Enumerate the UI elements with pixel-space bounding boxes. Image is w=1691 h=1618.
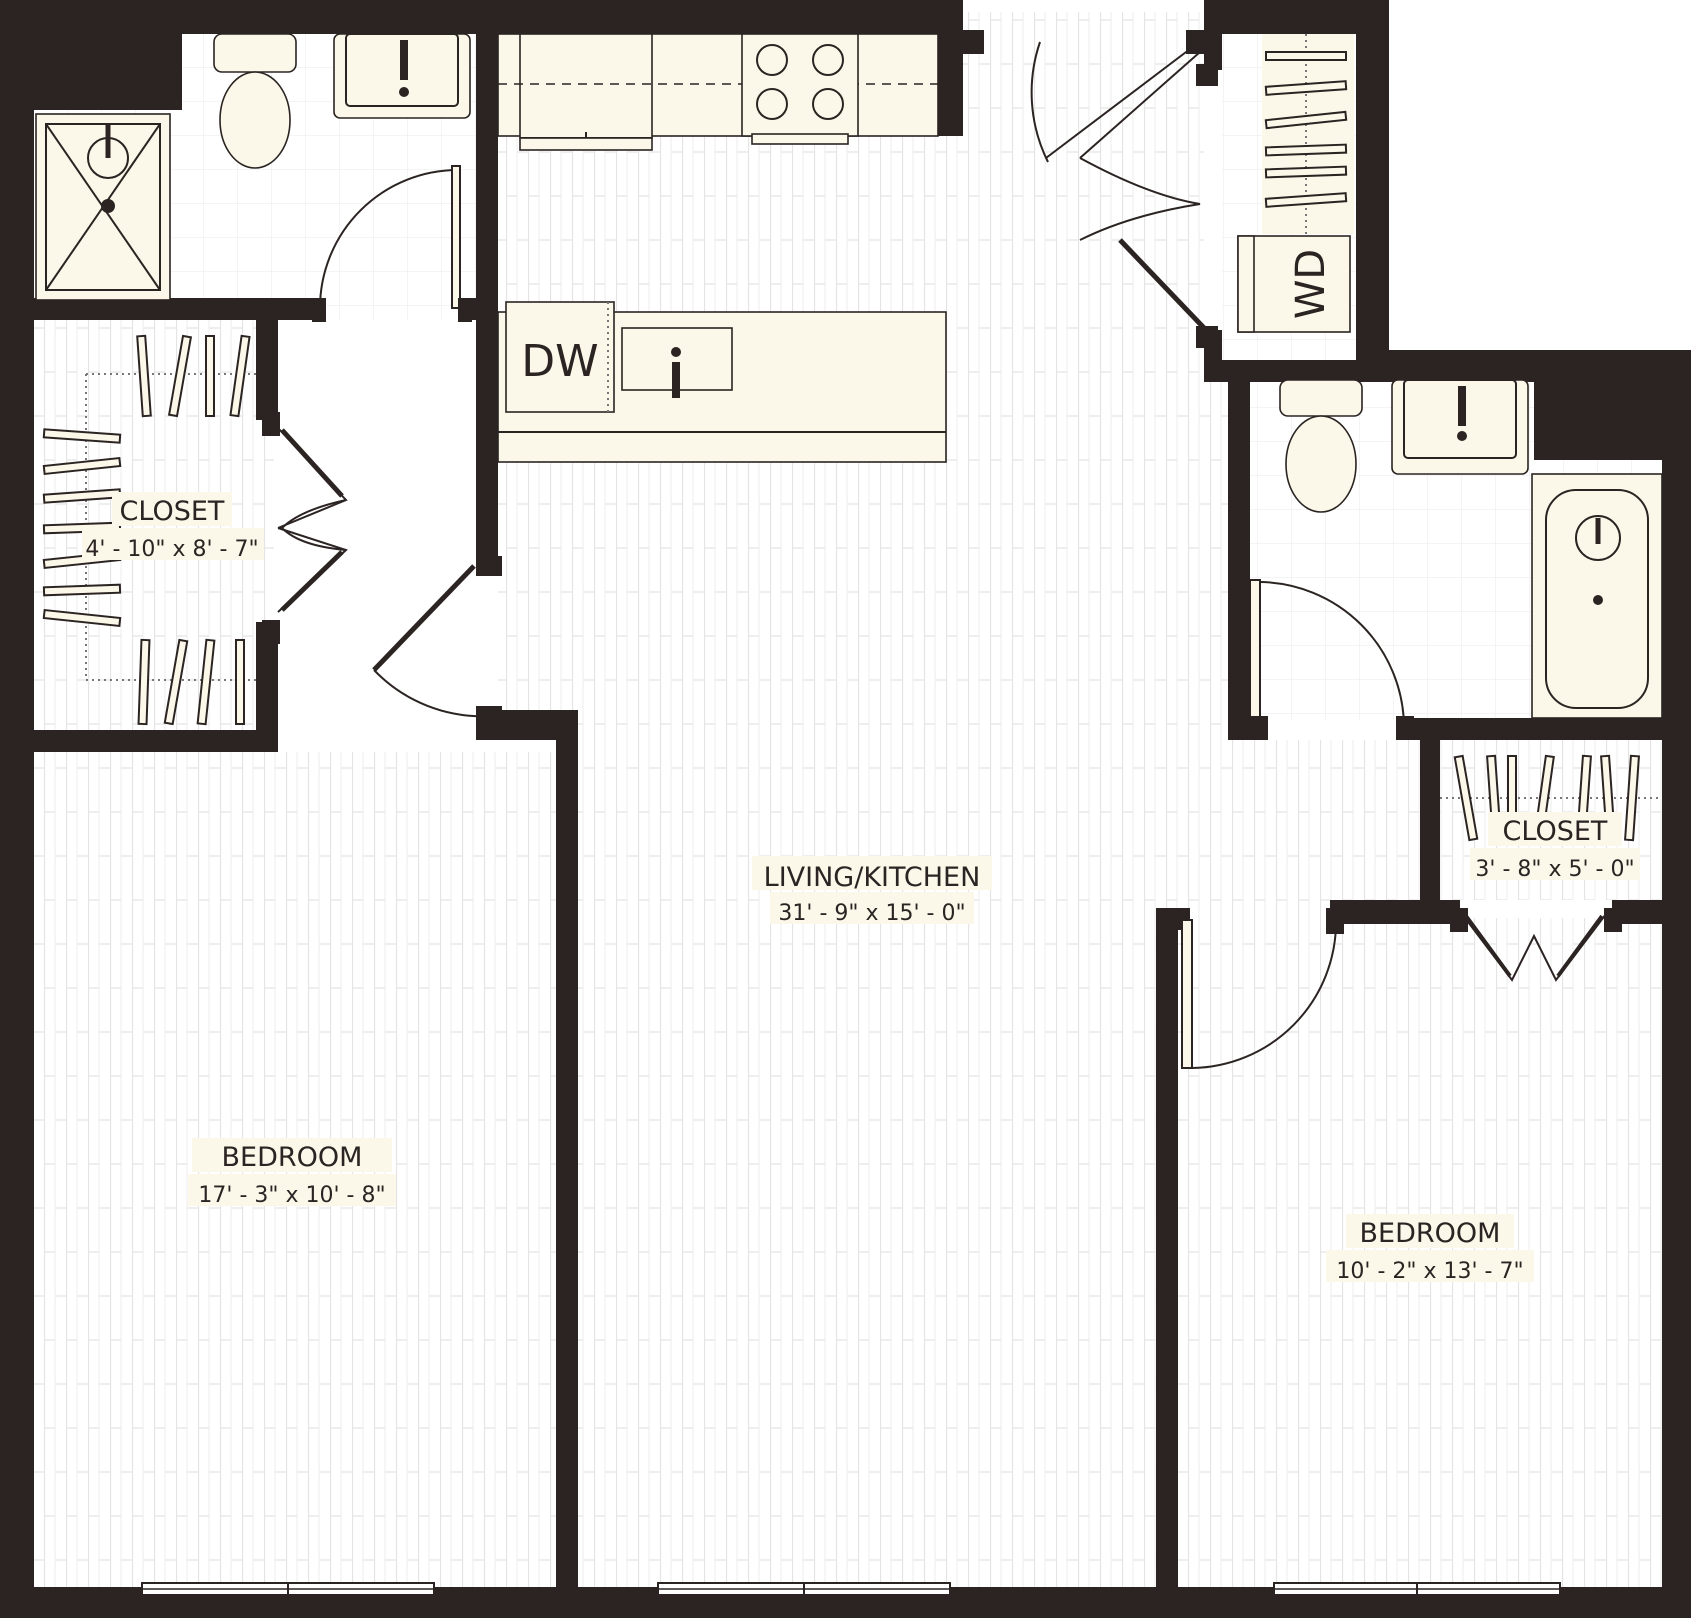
island-sink xyxy=(621,327,733,398)
wall-bath-right-left xyxy=(1228,360,1250,740)
toilet-left xyxy=(213,33,297,169)
wall-bedroom-right-left xyxy=(1156,908,1178,1588)
wall-kitchen-end xyxy=(938,0,963,136)
windows xyxy=(141,1582,1561,1596)
wall-right-exterior xyxy=(1662,350,1691,1618)
washer-dryer-label: WD xyxy=(1288,249,1334,319)
bathtub xyxy=(1531,473,1663,719)
hangers-bottom xyxy=(137,638,245,726)
wall-top-left-corner xyxy=(0,0,182,110)
hangers-top xyxy=(136,334,251,418)
wall-closet-left-base xyxy=(0,730,278,752)
wall-bath-left-base xyxy=(0,298,320,320)
wall-closet-left-right xyxy=(256,298,278,420)
range-stove xyxy=(741,33,859,145)
living-kitchen-name: LIVING/KITCHEN xyxy=(764,862,981,893)
closet-right-dims: 3' - 8" x 5' - 0" xyxy=(1475,857,1634,882)
bedroom-right: BEDROOM 10' - 2" x 13' - 7" xyxy=(1181,908,1534,1284)
window-bedroom-left xyxy=(141,1582,435,1596)
bedroom-left-dims: 17' - 3" x 10' - 8" xyxy=(198,1183,385,1208)
shower-stall xyxy=(35,113,171,301)
closet-left-dims: 4' - 10" x 8' - 7" xyxy=(85,537,258,562)
bifold-door-closet-left xyxy=(262,412,348,644)
door-bath-left xyxy=(312,165,472,322)
sink-right xyxy=(1391,379,1529,475)
door-bath-right xyxy=(1249,579,1414,740)
bifold-door-closet-right xyxy=(1450,908,1622,982)
closet-right-name: CLOSET xyxy=(1503,816,1608,847)
wall-closet-right-left xyxy=(1420,718,1440,918)
wall-bath-right-base-2 xyxy=(1400,718,1691,740)
washer-dryer: WD xyxy=(1237,235,1351,333)
wall-bedroom-right-top-2 xyxy=(1612,900,1691,924)
laundry: WD xyxy=(1237,34,1354,333)
closet-right: CLOSET 3' - 8" x 5' - 0" xyxy=(1440,754,1662,982)
wall-laundry-base xyxy=(1204,360,1389,382)
sink-left xyxy=(333,33,471,119)
bedroom-left-name: BEDROOM xyxy=(222,1142,363,1173)
wall-bedroom-left-right xyxy=(556,725,578,1587)
laundry-bifold xyxy=(1118,64,1218,348)
window-bedroom-right xyxy=(1273,1582,1561,1596)
wall-left-exterior xyxy=(0,0,34,1618)
bathroom-left xyxy=(35,33,472,322)
kitchen: DW LIVING/KITCHEN xyxy=(372,30,1218,926)
kitchen-counter-top xyxy=(497,33,939,151)
floors xyxy=(34,12,1662,1587)
laundry-shelves xyxy=(1264,51,1348,208)
wall-closet-left-right-lower xyxy=(256,622,278,752)
front-door xyxy=(960,30,1208,241)
wall-laundry-right xyxy=(1356,0,1389,380)
wall-laundry-left xyxy=(1204,0,1222,70)
bedroom-right-dims: 10' - 2" x 13' - 7" xyxy=(1336,1259,1523,1284)
dishwasher-label: DW xyxy=(521,336,598,387)
door-bedroom-right xyxy=(1181,908,1344,1069)
closet-left-name: CLOSET xyxy=(120,496,225,527)
bedroom-right-name: BEDROOM xyxy=(1360,1218,1501,1249)
wall-bath-right-corner xyxy=(1534,350,1691,460)
wall-bedroom-right-top-1 xyxy=(1330,900,1460,924)
closet-left: CLOSET 4' - 10" x 8' - 7" xyxy=(42,334,348,726)
toilet-right xyxy=(1279,379,1363,513)
door-bedroom-left xyxy=(372,556,502,726)
living-kitchen-dims: 31' - 9" x 15' - 0" xyxy=(778,901,965,926)
window-living xyxy=(657,1582,951,1596)
kitchen-island: DW xyxy=(497,301,947,463)
bedroom-left: BEDROOM 17' - 3" x 10' - 8" xyxy=(188,1138,396,1208)
bathroom-right xyxy=(1249,379,1663,740)
